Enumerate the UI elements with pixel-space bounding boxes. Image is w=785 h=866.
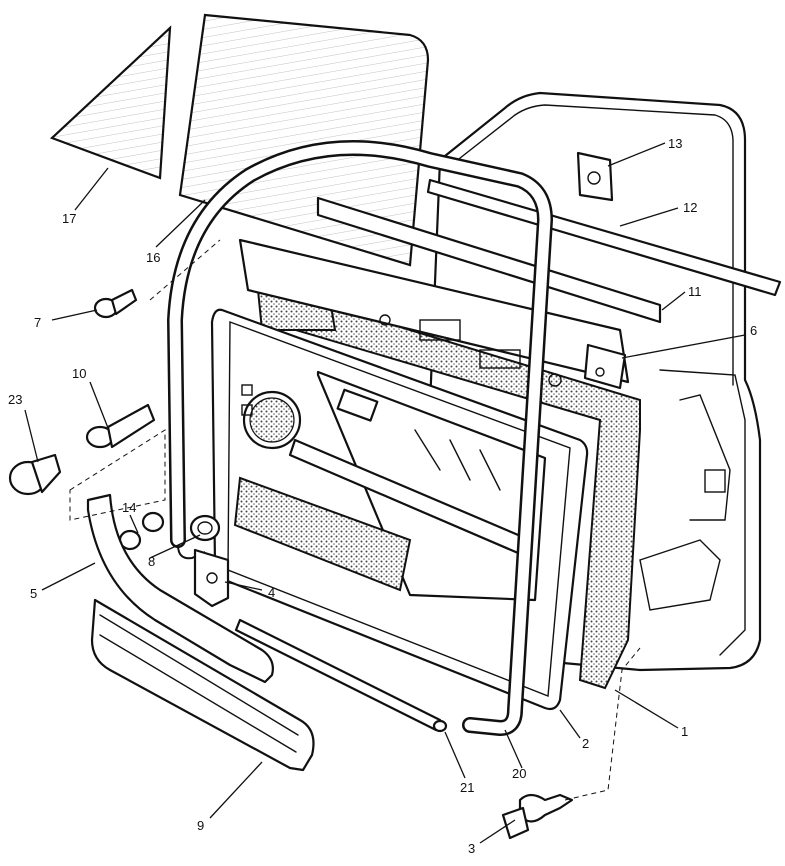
part-16-window-glass bbox=[178, 13, 430, 267]
callout-labels: 1 2 3 4 5 6 7 8 9 10 11 12 13 14 16 17 2… bbox=[8, 136, 757, 856]
callout-9: 9 bbox=[197, 818, 204, 833]
part-10-screw bbox=[85, 403, 156, 449]
callout-21: 21 bbox=[460, 780, 474, 795]
part-17-quarter-glass bbox=[49, 25, 172, 180]
part-14-clip bbox=[118, 511, 165, 551]
callout-13: 13 bbox=[668, 136, 682, 151]
callout-7: 7 bbox=[34, 315, 41, 330]
part-23-cap bbox=[8, 453, 62, 496]
callout-17: 17 bbox=[62, 211, 76, 226]
part-8-grommet bbox=[189, 514, 221, 542]
part-9-armrest bbox=[90, 598, 315, 772]
callout-6: 6 bbox=[750, 323, 757, 338]
part-21-rod bbox=[234, 618, 448, 733]
callout-23: 23 bbox=[8, 392, 22, 407]
callout-8: 8 bbox=[148, 554, 155, 569]
part-2-trim-panel bbox=[210, 308, 589, 711]
part-6-bracket bbox=[583, 343, 627, 390]
leader-lines bbox=[24, 142, 746, 844]
part-13-clip bbox=[576, 151, 614, 202]
callout-2: 2 bbox=[582, 736, 589, 751]
callout-3: 3 bbox=[468, 841, 475, 856]
part-20-door-seal bbox=[167, 140, 553, 736]
callout-4: 4 bbox=[268, 585, 275, 600]
part-12-weatherstrip bbox=[426, 178, 782, 297]
part-4-bracket bbox=[193, 548, 230, 608]
callout-1: 1 bbox=[681, 724, 688, 739]
callout-14: 14 bbox=[122, 500, 136, 515]
callout-5: 5 bbox=[30, 586, 37, 601]
callout-16: 16 bbox=[146, 250, 160, 265]
callout-20: 20 bbox=[512, 766, 526, 781]
part-7-screw bbox=[93, 288, 138, 319]
part-5-trim-strip bbox=[86, 493, 274, 684]
assembly-guides bbox=[69, 239, 641, 801]
callout-10: 10 bbox=[72, 366, 86, 381]
part-3-clip bbox=[501, 793, 574, 840]
callout-12: 12 bbox=[683, 200, 697, 215]
callout-11: 11 bbox=[688, 284, 702, 299]
